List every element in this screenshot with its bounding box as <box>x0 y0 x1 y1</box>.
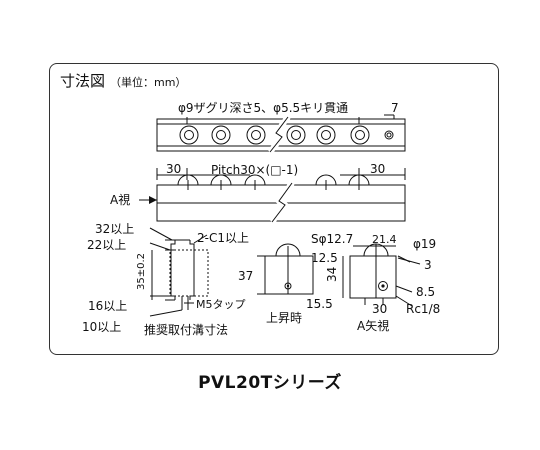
pitch-label: Pitch30×(□-1) <box>211 163 298 177</box>
dim-3: 3 <box>424 258 432 272</box>
tap-label: M5タップ <box>196 298 246 311</box>
dim-12-5: 12.5 <box>311 251 338 265</box>
chamfer-label: 2-C1以上 <box>197 231 249 245</box>
port-dot-a <box>381 284 385 288</box>
end-dim-7: 7 <box>391 101 399 115</box>
raised-caption: 上昇時 <box>266 311 302 325</box>
dim-16-min: 16以上 <box>88 299 127 313</box>
groove-section <box>149 227 209 317</box>
hole-note: φ9ザグリ深さ5、φ5.5キリ貫通 <box>178 101 348 115</box>
break-line-top <box>269 116 289 153</box>
left-dim-30: 30 <box>166 162 181 176</box>
right-dim-30: 30 <box>370 162 385 176</box>
series-title: PVL20Tシリーズ <box>198 373 342 393</box>
a-arrow-view <box>342 243 421 307</box>
arrow-head-a <box>149 196 157 204</box>
dim-34: 34 <box>325 267 339 282</box>
clamp-profiles <box>177 174 370 190</box>
dim-21-4: 21.4 <box>372 233 397 246</box>
rail-top-outline <box>156 118 406 152</box>
break-line-side <box>271 182 293 223</box>
port-dot-raised <box>286 284 290 288</box>
dim-10-min: 10以上 <box>82 320 121 334</box>
unit-label: （単位：mm） <box>110 75 186 89</box>
height-tolerance: 35±0.2 <box>136 253 147 290</box>
sphere-label: Sφ12.7 <box>311 232 353 246</box>
dia-19: φ19 <box>413 237 436 251</box>
port-size: Rc1/8 <box>406 302 440 316</box>
dim-32-min: 32以上 <box>95 222 134 236</box>
drawing-frame <box>49 63 499 355</box>
dim-8-5: 8.5 <box>416 285 435 299</box>
groove-caption: 推奨取付溝寸法 <box>144 323 228 337</box>
raised-view <box>257 243 314 295</box>
raised-height-37: 37 <box>238 269 253 283</box>
view-label-a: A視 <box>110 192 130 207</box>
dim-15-5: 15.5 <box>306 297 333 311</box>
counterbore-holes <box>179 125 394 145</box>
dim-22-min: 22以上 <box>87 238 126 252</box>
a-view-caption: A矢視 <box>357 318 389 333</box>
drawing-title: 寸法図 <box>60 72 105 90</box>
dim-30-a: 30 <box>372 302 387 316</box>
